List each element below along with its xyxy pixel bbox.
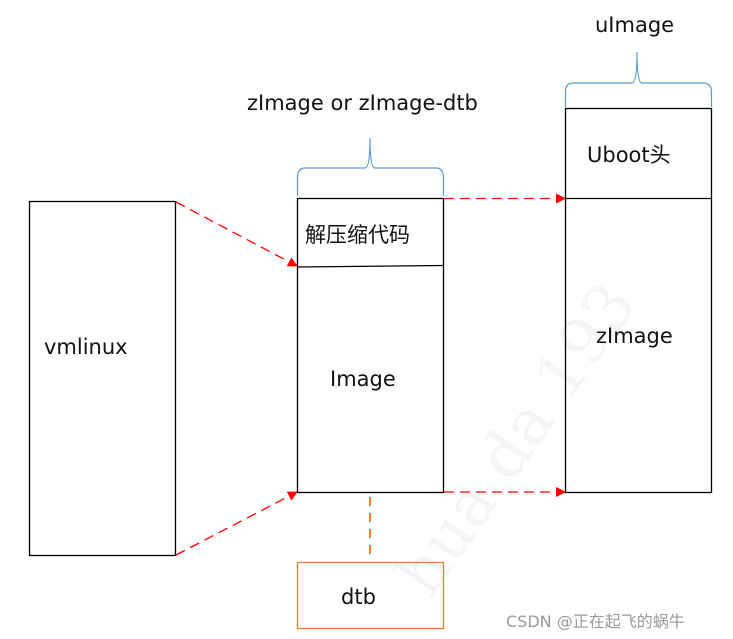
uimage-title: uImage — [595, 13, 674, 37]
arrow-vmlinux-to-image-top — [175, 201, 298, 267]
uimage-zimage-label: zImage — [596, 324, 673, 348]
uimage-box: uImage Uboot头 zImage — [564, 13, 713, 494]
decompress-code-label: 解压缩代码 — [305, 223, 410, 247]
image-label: Image — [330, 367, 396, 391]
vmlinux-label: vmlinux — [44, 335, 128, 359]
csdn-credit: CSDN @正在起飞的蜗牛 — [506, 612, 685, 631]
svg-text:hua da 193: hua da 193 — [382, 270, 651, 609]
vmlinux-box: vmlinux — [28, 200, 177, 557]
zimage-container-title: zImage or zImage-dtb — [247, 91, 478, 115]
zimage-container: zImage or zImage-dtb 解压缩代码 Image — [247, 91, 478, 494]
uboot-header-label: Uboot头 — [587, 143, 671, 167]
zimage-brace-icon — [296, 137, 445, 196]
dtb-label: dtb — [341, 585, 376, 609]
dtb-box: dtb — [296, 561, 445, 630]
arrows — [175, 193, 566, 556]
watermark: hua da 193 — [382, 270, 651, 609]
arrow-vmlinux-to-image-bottom — [175, 491, 298, 556]
uimage-brace-icon — [564, 51, 713, 107]
